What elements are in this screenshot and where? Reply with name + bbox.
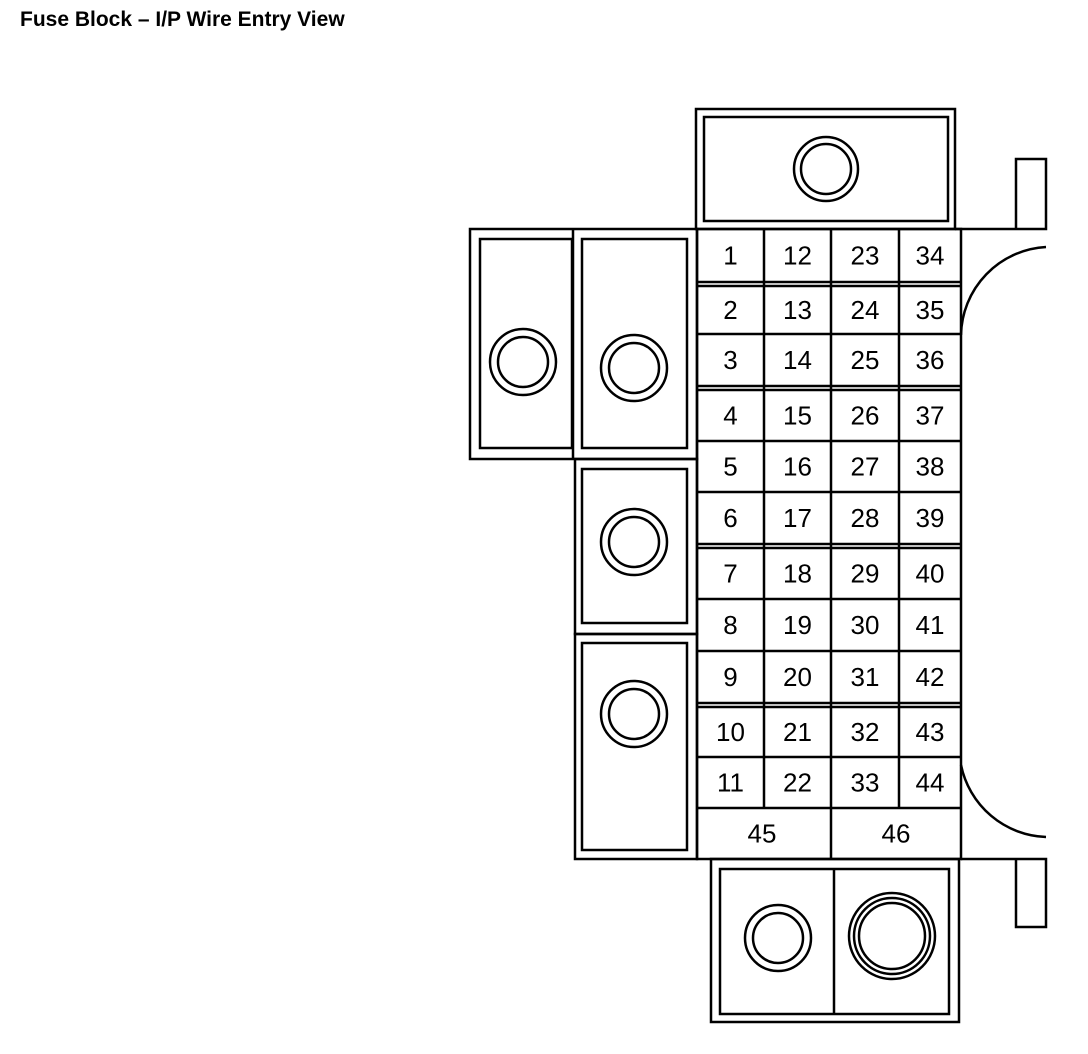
fuse-cell-label: 7	[723, 559, 737, 589]
fuse-cell-label: 30	[851, 610, 880, 640]
fuse-cell-label: 8	[723, 610, 737, 640]
fuse-cell-label: 36	[916, 345, 945, 375]
fuse-cell-label: 46	[882, 819, 911, 849]
fuse-cell-label: 44	[916, 768, 945, 798]
fuse-cell-label: 21	[783, 717, 812, 747]
fuse-cell-label: 1	[723, 241, 737, 271]
fuse-cell-label: 31	[851, 662, 880, 692]
fuse-cell-label: 10	[716, 717, 745, 747]
fuse-cell-label: 29	[851, 559, 880, 589]
fuse-cell-label: 43	[916, 717, 945, 747]
fuse-cell-label: 39	[916, 503, 945, 533]
left-relay-housing-middle	[573, 457, 699, 636]
fuse-cell-label: 42	[916, 662, 945, 692]
fuse-grid-lines	[697, 229, 961, 859]
right-mounting-bracket	[955, 157, 1048, 929]
fuse-cell-label: 33	[851, 768, 880, 798]
fuse-cell-label: 6	[723, 503, 737, 533]
fuse-cell-label: 9	[723, 662, 737, 692]
fuse-cell-label: 24	[851, 295, 880, 325]
fuse-cell-label: 20	[783, 662, 812, 692]
fuse-cell-label: 13	[783, 295, 812, 325]
fuse-cell-label: 14	[783, 345, 812, 375]
fuse-cell-label: 5	[723, 452, 737, 482]
fuse-cell-label: 40	[916, 559, 945, 589]
fuse-cell-label: 12	[783, 241, 812, 271]
fuse-cell-label: 4	[723, 401, 737, 431]
fuse-cell-label: 34	[916, 241, 945, 271]
fuse-cell-label: 41	[916, 610, 945, 640]
fuse-cell-label: 35	[916, 295, 945, 325]
fuse-cell-label: 45	[748, 819, 777, 849]
fuse-cell-label: 3	[723, 345, 737, 375]
fuse-cell-label: 26	[851, 401, 880, 431]
fuse-cell-label: 28	[851, 503, 880, 533]
left-relay-housing-lower	[573, 632, 699, 861]
fuse-cell-label: 15	[783, 401, 812, 431]
fuse-cell-label: 2	[723, 295, 737, 325]
fuse-cell-label: 23	[851, 241, 880, 271]
fuse-cell-label: 27	[851, 452, 880, 482]
fuse-cell-label: 22	[783, 768, 812, 798]
diagram-title: Fuse Block – I/P Wire Entry View	[20, 8, 345, 31]
fuse-cell-label: 16	[783, 452, 812, 482]
fuse-cell-label: 19	[783, 610, 812, 640]
fuse-cell-label: 32	[851, 717, 880, 747]
fuse-cells: 1234567891011121314151617181920212223242…	[716, 241, 944, 849]
top-connector-housing	[694, 107, 957, 231]
fuse-cell-label: 18	[783, 559, 812, 589]
fuse-cell-label: 38	[916, 452, 945, 482]
bottom-connector-housing	[709, 857, 961, 1024]
left-relay-housing-upper	[468, 227, 699, 461]
fuse-cell-label: 17	[783, 503, 812, 533]
fuse-cell-label: 11	[717, 768, 744, 798]
fuse-cell-label: 25	[851, 345, 880, 375]
fuse-cell-label: 37	[916, 401, 945, 431]
